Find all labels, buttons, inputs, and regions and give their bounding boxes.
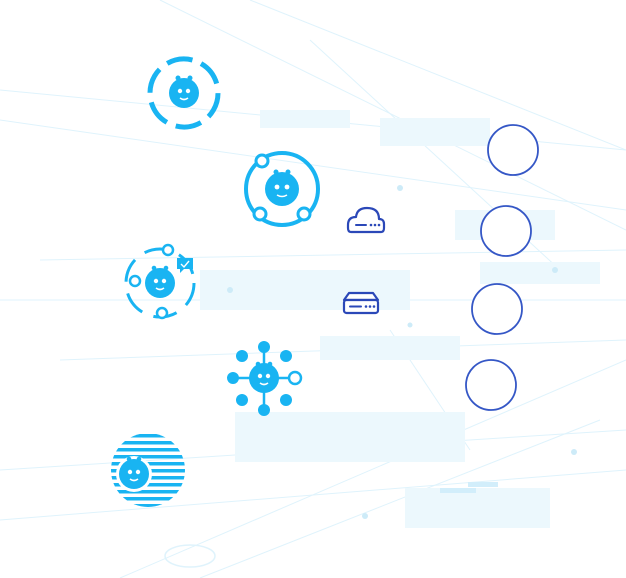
robot-chat-icon: [124, 243, 196, 320]
empty-ring-3: [471, 283, 523, 335]
robot-network-icon: [244, 151, 320, 227]
cloud-device-icon: [346, 206, 386, 234]
empty-ring-4: [465, 359, 517, 411]
empty-ring-1: [487, 124, 539, 176]
robot-striped-sphere-icon: [111, 434, 185, 507]
ring-group: [465, 124, 539, 411]
robot-orbit-arcs-icon: [147, 56, 221, 130]
robot-hub-icon: [227, 341, 303, 416]
server-box-icon: [342, 291, 380, 315]
empty-ring-2: [480, 205, 532, 257]
chat-bubble-icon: [177, 258, 193, 273]
